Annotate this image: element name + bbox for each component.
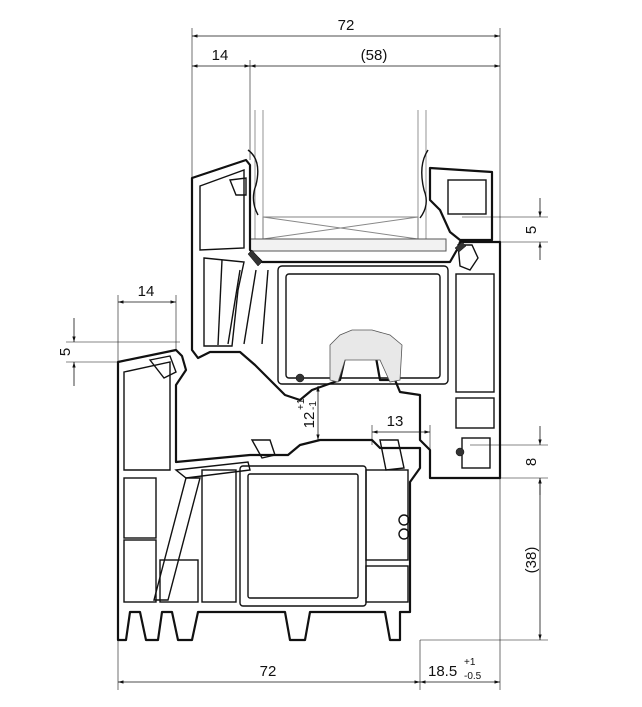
dim-label-overlap: 12 [301,412,318,429]
dim-right-top: 5 [462,198,548,260]
dim-label-overlap-sup: +1 [296,398,307,410]
dim-label-right-top: 5 [523,226,540,234]
dim-label-rebate: 13 [387,413,404,430]
dim-label-bottom-right-sub: -0.5 [464,671,482,682]
dim-label-top-glass: (58) [361,47,388,64]
dim-label-top-overall: 72 [338,17,355,34]
dim-label-left-step: 14 [138,283,155,300]
glass-pane [249,110,447,252]
dim-label-overlap-sub: -1 [308,401,319,410]
dim-label-bottom-right: 18.5 [428,663,457,680]
dim-label-right-mid: 8 [523,458,540,466]
dim-top-split: 14 (58) [192,47,500,160]
dim-bottom-overall: 72 [117,640,421,690]
dim-overlap: 12 +1 -1 [296,386,320,440]
dim-label-bottom-overall: 72 [260,663,277,680]
dim-left-small: 5 [57,318,180,386]
dim-top-overall: 72 [191,17,501,242]
frame-profile [116,348,422,642]
dim-label-left-small: 5 [57,348,74,356]
dim-bottom-right: 18.5 +1 -0.5 [420,478,501,690]
sash-profile [190,158,502,480]
dim-rebate: 13 [371,413,431,478]
dim-left-step: 14 [117,283,177,362]
dim-label-right-lower: (38) [523,547,540,574]
gaskets [247,241,467,457]
dim-label-top-left: 14 [212,47,229,64]
glazing-seals [247,149,429,219]
dim-right-lower: (38) [420,478,548,641]
dim-label-bottom-right-sup: +1 [464,657,476,668]
